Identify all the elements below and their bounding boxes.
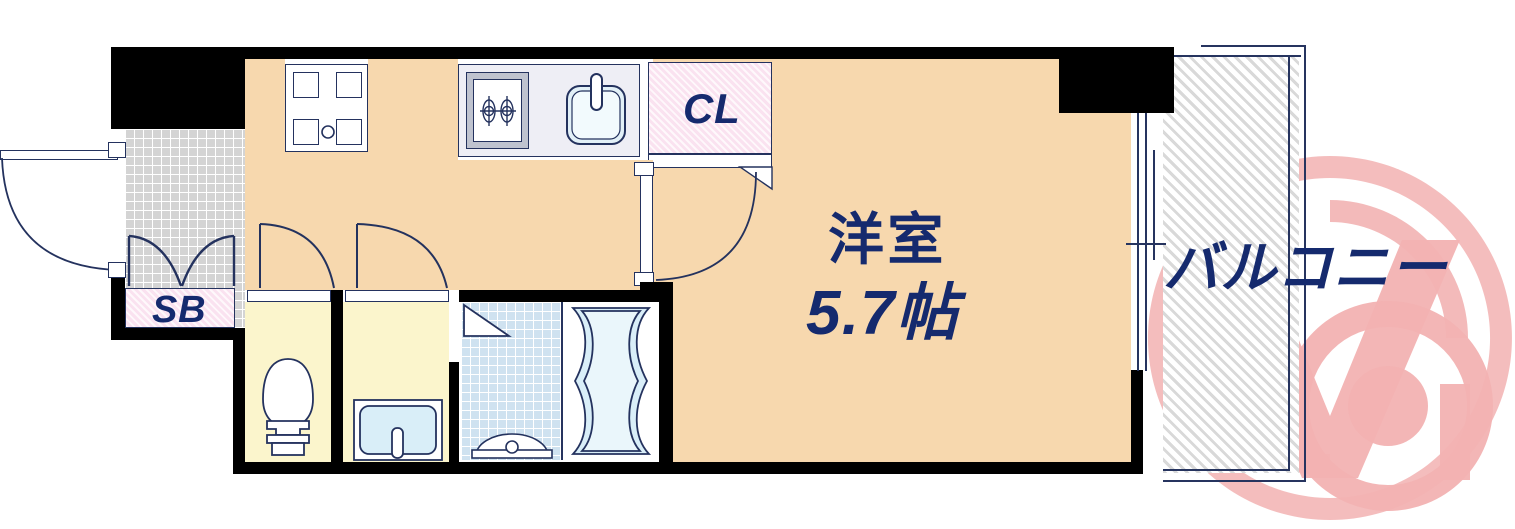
- bathtub: [570, 307, 652, 455]
- shoe-box-door[interactable]: [126, 232, 238, 290]
- bathroom-door[interactable]: [463, 303, 513, 346]
- exterior-wall-right: [1131, 370, 1143, 474]
- balcony-label: バルコニー: [1163, 236, 1448, 299]
- balcony-door-track-a[interactable]: [1137, 113, 1139, 371]
- balcony-rail-inner-bottom: [1163, 469, 1290, 471]
- toilet-door-leaf[interactable]: [247, 290, 331, 302]
- interior-wall-service-left: [233, 290, 245, 474]
- balcony-door-track-c[interactable]: [1153, 150, 1155, 260]
- washroom-door-leaf[interactable]: [345, 290, 449, 302]
- shoe-box-area: [125, 288, 235, 328]
- toilet-wall-right: [331, 290, 343, 474]
- toilet-bowl: [262, 358, 314, 456]
- bathroom-wall-right: [659, 290, 673, 474]
- balcony-area: [1163, 55, 1299, 473]
- balcony-rail-inner-right: [1288, 55, 1290, 471]
- main-room-name-label: 洋室: [828, 208, 947, 271]
- hallway-floor-4: [458, 160, 640, 290]
- meter-box: [285, 64, 368, 152]
- balcony-rail-outer-bottom: [1163, 480, 1306, 482]
- entrance-door-jamb-top: [108, 142, 126, 158]
- gas-stove: [466, 72, 529, 149]
- room-door-jamb-top: [634, 162, 654, 176]
- entrance-door-swing: [1, 157, 119, 271]
- balcony-rail-inner-top: [1163, 55, 1301, 57]
- balcony-door-center-mark: [1126, 243, 1166, 245]
- closet-label: CL: [683, 85, 741, 132]
- room-door-swing: [655, 171, 757, 281]
- balcony-rail-outer-right: [1304, 45, 1306, 482]
- washroom-door-swing: [356, 223, 448, 289]
- main-room-floor-top-right: [1059, 113, 1131, 462]
- exterior-wall-left-lower: [111, 278, 125, 340]
- balcony-door-track-b[interactable]: [1145, 113, 1147, 371]
- exterior-wall-left-upper: [111, 47, 125, 129]
- exterior-wall-genkan-bottom: [111, 328, 245, 340]
- toilet-door-swing: [259, 223, 335, 289]
- wash-basin: [353, 399, 443, 461]
- main-room-size-label: 5.7帖: [806, 279, 960, 348]
- bathroom-wall-top: [459, 290, 673, 302]
- exterior-wall-bottom: [233, 462, 1143, 474]
- hallway-floor: [245, 129, 368, 290]
- kitchen-sink: [562, 72, 632, 150]
- washroom-wall-right: [449, 362, 459, 474]
- exterior-pillar-top-right-mask: [1059, 47, 1174, 113]
- hallway-floor-2: [245, 59, 285, 129]
- closet-area: [648, 62, 772, 154]
- entrance-door-jamb-bottom: [108, 262, 126, 278]
- hall-room-wall-stub: [640, 282, 673, 292]
- balcony-rail-outer-top: [1201, 45, 1306, 47]
- shoe-box-label: SB: [152, 289, 207, 331]
- exterior-wall-top: [111, 47, 1174, 59]
- shower-drain: [471, 433, 553, 459]
- hallway-floor-3: [368, 59, 458, 290]
- bathroom-divider: [561, 302, 563, 460]
